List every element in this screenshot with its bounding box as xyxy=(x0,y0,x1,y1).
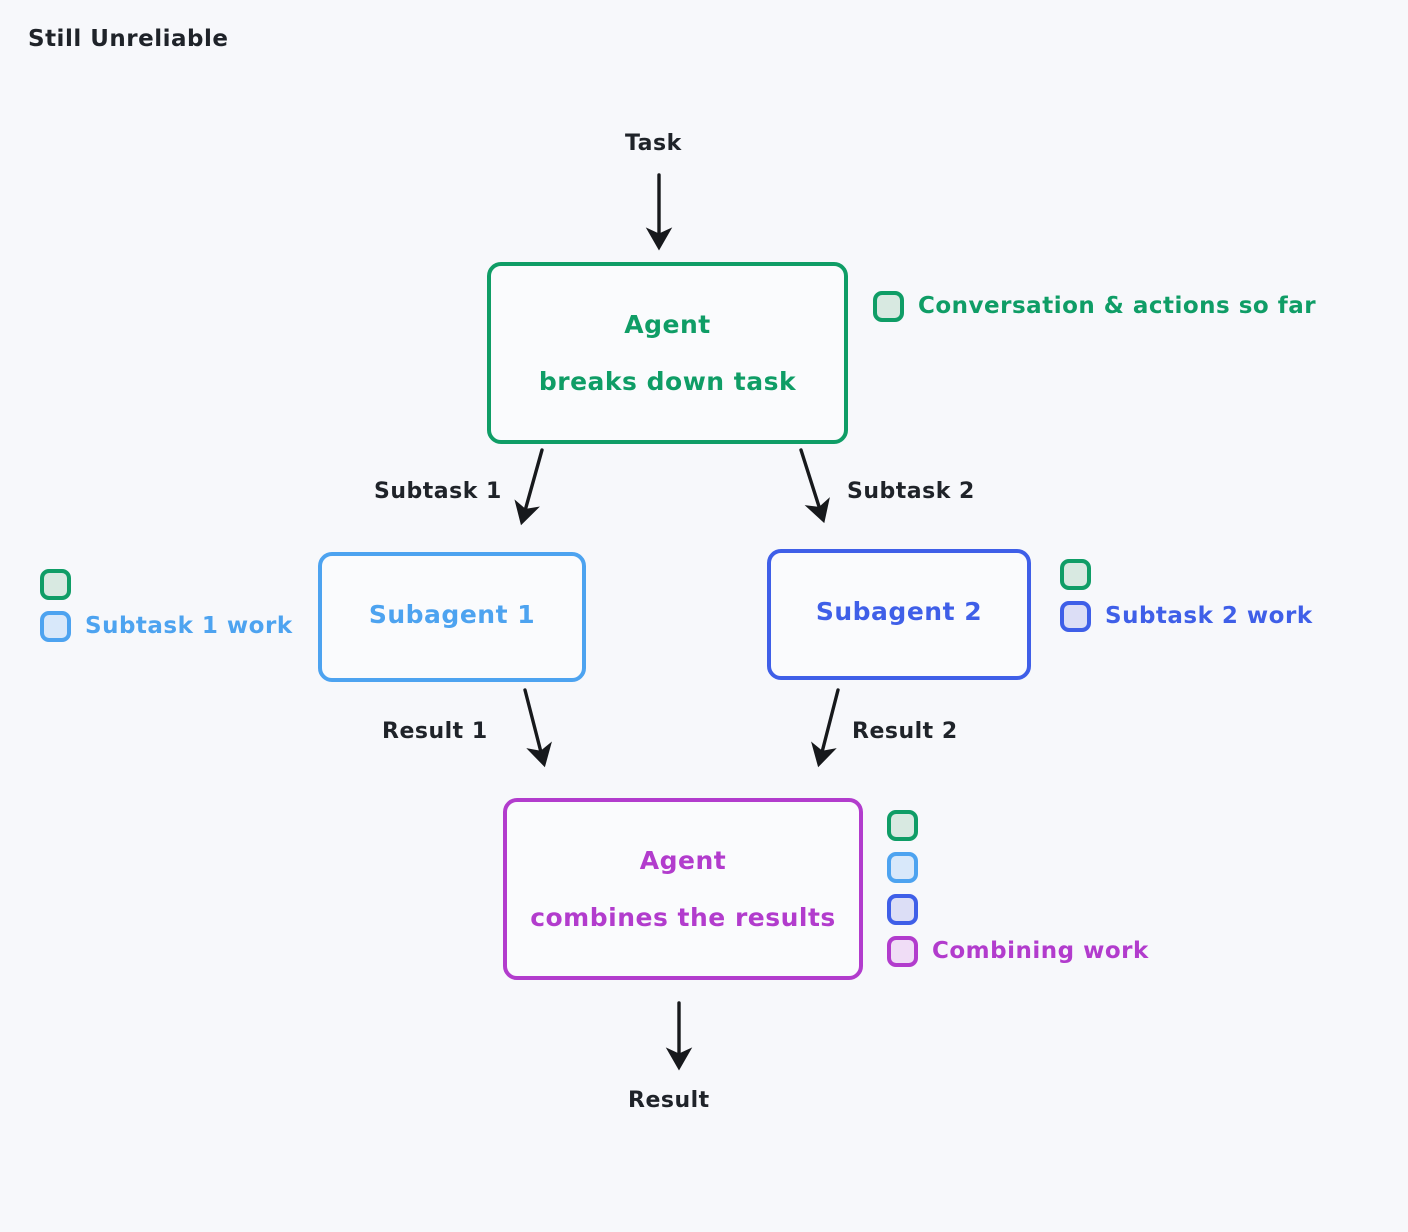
arrow-agent-to-subagent-1 xyxy=(514,448,544,526)
legend-item xyxy=(887,846,1149,888)
swatch-green-icon xyxy=(1060,558,1091,590)
legend-item: Conversation & actions so far xyxy=(873,285,1316,327)
label-result: Result xyxy=(628,1088,710,1113)
node-subagent-1-title: Subagent 1 xyxy=(368,600,536,629)
node-subagent-2[interactable]: Subagent 2 xyxy=(767,549,1031,680)
legend-item xyxy=(887,888,1149,930)
swatch-blue-icon xyxy=(887,851,918,883)
legend-label: Combining work xyxy=(932,938,1149,964)
swatch-indigo-icon xyxy=(1060,600,1091,632)
arrow-subagent-2-to-agent xyxy=(811,688,840,768)
swatch-indigo-icon xyxy=(887,893,918,925)
node-agent-combines-results[interactable]: Agent combines the results xyxy=(503,798,863,980)
legend-item xyxy=(887,804,1149,846)
label-result-2: Result 2 xyxy=(852,719,958,744)
node-agent-bottom-title: Agent xyxy=(639,846,727,875)
node-subagent-2-title: Subagent 2 xyxy=(815,597,983,626)
node-agent-breaks-down-task[interactable]: Agent breaks down task xyxy=(487,262,848,444)
legend-conversation-context: Conversation & actions so far xyxy=(873,285,1316,327)
legend-label: Conversation & actions so far xyxy=(918,293,1317,319)
label-subtask-2: Subtask 2 xyxy=(847,479,975,504)
node-agent-top-title: Agent xyxy=(624,310,711,339)
node-agent-bottom-subtitle: combines the results xyxy=(530,903,836,932)
legend-combining-context: Combining work xyxy=(887,804,1149,972)
legend-item xyxy=(40,563,293,605)
legend-item: Combining work xyxy=(887,930,1149,972)
legend-subtask-1-context: Subtask 1 work xyxy=(40,563,293,647)
legend-label: Subtask 1 work xyxy=(85,613,293,639)
swatch-purple-icon xyxy=(887,935,918,967)
label-subtask-1: Subtask 1 xyxy=(374,479,502,504)
legend-item xyxy=(1060,553,1313,595)
node-subagent-1[interactable]: Subagent 1 xyxy=(318,552,586,682)
swatch-green-icon xyxy=(40,568,71,600)
page-title: Still Unreliable xyxy=(28,26,229,52)
swatch-blue-icon xyxy=(40,610,71,642)
legend-item: Subtask 2 work xyxy=(1060,595,1313,637)
legend-subtask-2-context: Subtask 2 work xyxy=(1060,553,1313,637)
arrow-subagent-1-to-agent xyxy=(523,688,552,768)
legend-item: Subtask 1 work xyxy=(40,605,293,647)
swatch-green-icon xyxy=(887,809,918,841)
arrow-agent-to-subagent-2 xyxy=(799,448,830,524)
swatch-green-icon xyxy=(873,290,904,322)
label-task: Task xyxy=(625,131,682,156)
node-agent-top-subtitle: breaks down task xyxy=(538,367,797,396)
legend-label: Subtask 2 work xyxy=(1105,603,1313,629)
label-result-1: Result 1 xyxy=(382,719,488,744)
